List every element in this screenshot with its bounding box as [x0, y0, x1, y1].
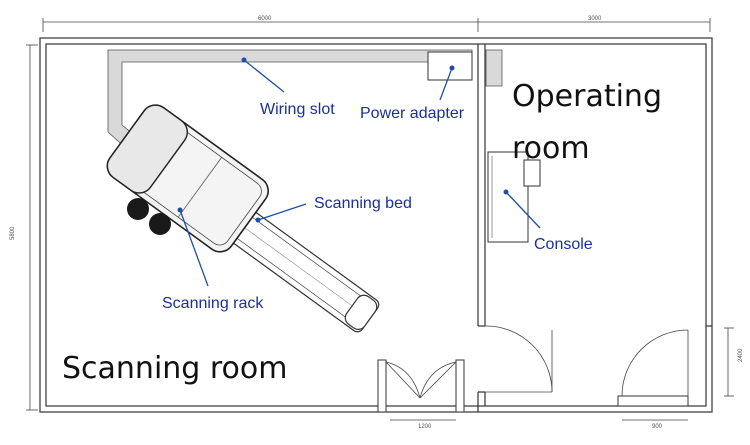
outer-walls: [39, 37, 713, 413]
label-scanning-rack: Scanning rack: [162, 295, 264, 312]
label-operating-room-1: Operating: [512, 79, 662, 114]
dim-door-left: 1200: [418, 424, 432, 430]
dim-door-right: 900: [652, 424, 663, 430]
label-wiring-slot: Wiring slot: [260, 101, 335, 118]
label-operating-room-2: room: [512, 131, 590, 166]
label-scanning-bed: Scanning bed: [314, 195, 412, 212]
power-adapter-box: [427, 51, 473, 81]
dimension-lines: [26, 18, 734, 421]
dim-left-height: 5800: [10, 226, 16, 240]
dim-right-height: 2400: [738, 348, 744, 362]
label-console: Console: [534, 236, 593, 253]
dim-top-left: 6000: [258, 16, 272, 22]
label-scanning-room: Scanning room: [62, 351, 287, 386]
callout-arrows: [177, 57, 541, 287]
label-power-adapter: Power adapter: [360, 105, 465, 122]
console-desk: [487, 151, 541, 243]
double-door: [377, 359, 465, 413]
dim-top-right: 3000: [588, 16, 602, 22]
partition-door: [484, 325, 553, 393]
scanning-rack: [106, 104, 269, 253]
rack-wheel-2: [149, 213, 171, 235]
rack-wheel-1: [127, 198, 149, 220]
operating-room-door: [617, 325, 712, 407]
wiring-slot-right: [485, 49, 503, 87]
